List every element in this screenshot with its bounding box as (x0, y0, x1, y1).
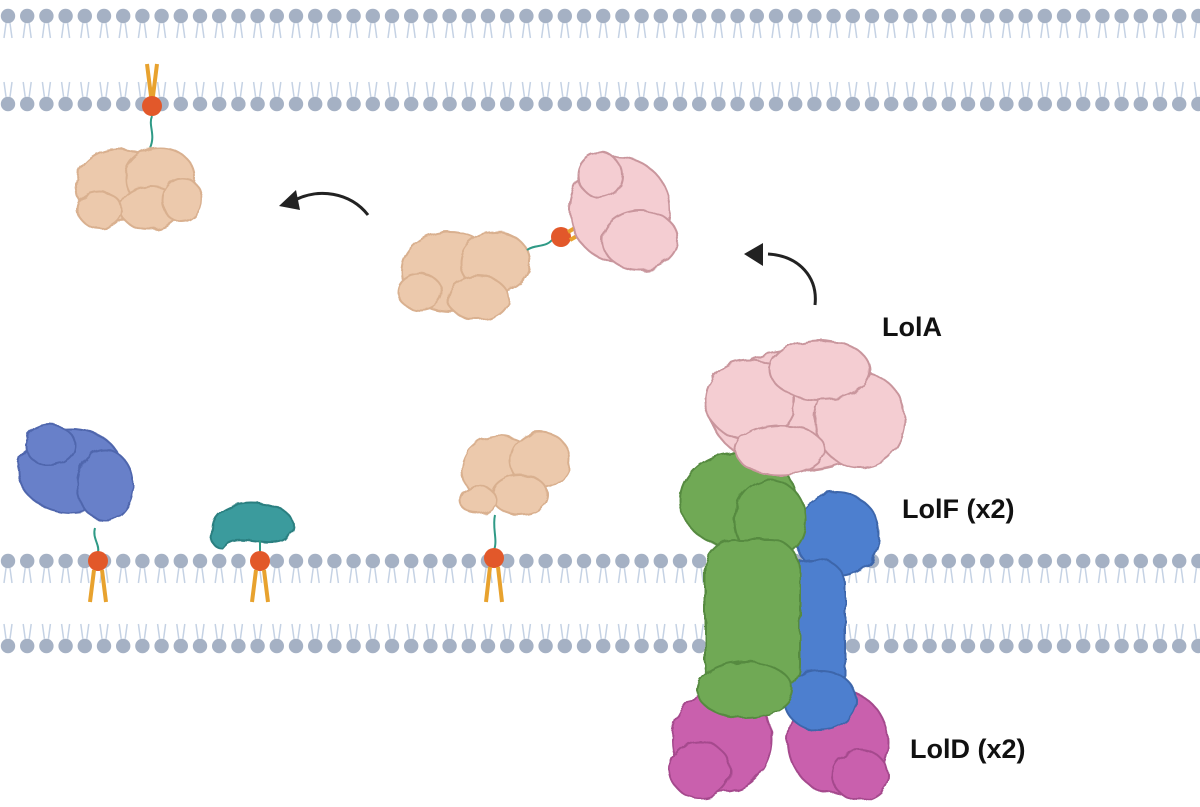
inner-membrane-lipoprotein (459, 431, 571, 603)
outer-membrane-heads (0, 8, 1200, 112)
inner-membrane-tails (3, 568, 1200, 639)
lola-protein (704, 339, 906, 476)
teal-membrane-protein (210, 501, 295, 603)
blue-membrane-protein (17, 424, 134, 603)
lola-label: LolA (882, 312, 942, 342)
lola-lipoprotein-complex (397, 152, 679, 321)
curved-arrow-icon (767, 252, 817, 306)
outer-membrane (0, 8, 1200, 112)
inner-membrane (0, 553, 1200, 654)
lolcde-transporter (669, 339, 906, 801)
inner-membrane-heads (0, 553, 1200, 654)
lold-label: LolD (x2) (910, 734, 1026, 764)
arrow-head-2 (744, 243, 763, 266)
lolf-label: LolF (x2) (902, 494, 1015, 524)
outer-membrane-lipoprotein (75, 63, 203, 231)
curved-arrow-icon (294, 191, 370, 216)
lolf-green-subunit (679, 451, 807, 719)
arrow-head-1 (279, 190, 300, 210)
outer-membrane-tails (3, 23, 1200, 97)
